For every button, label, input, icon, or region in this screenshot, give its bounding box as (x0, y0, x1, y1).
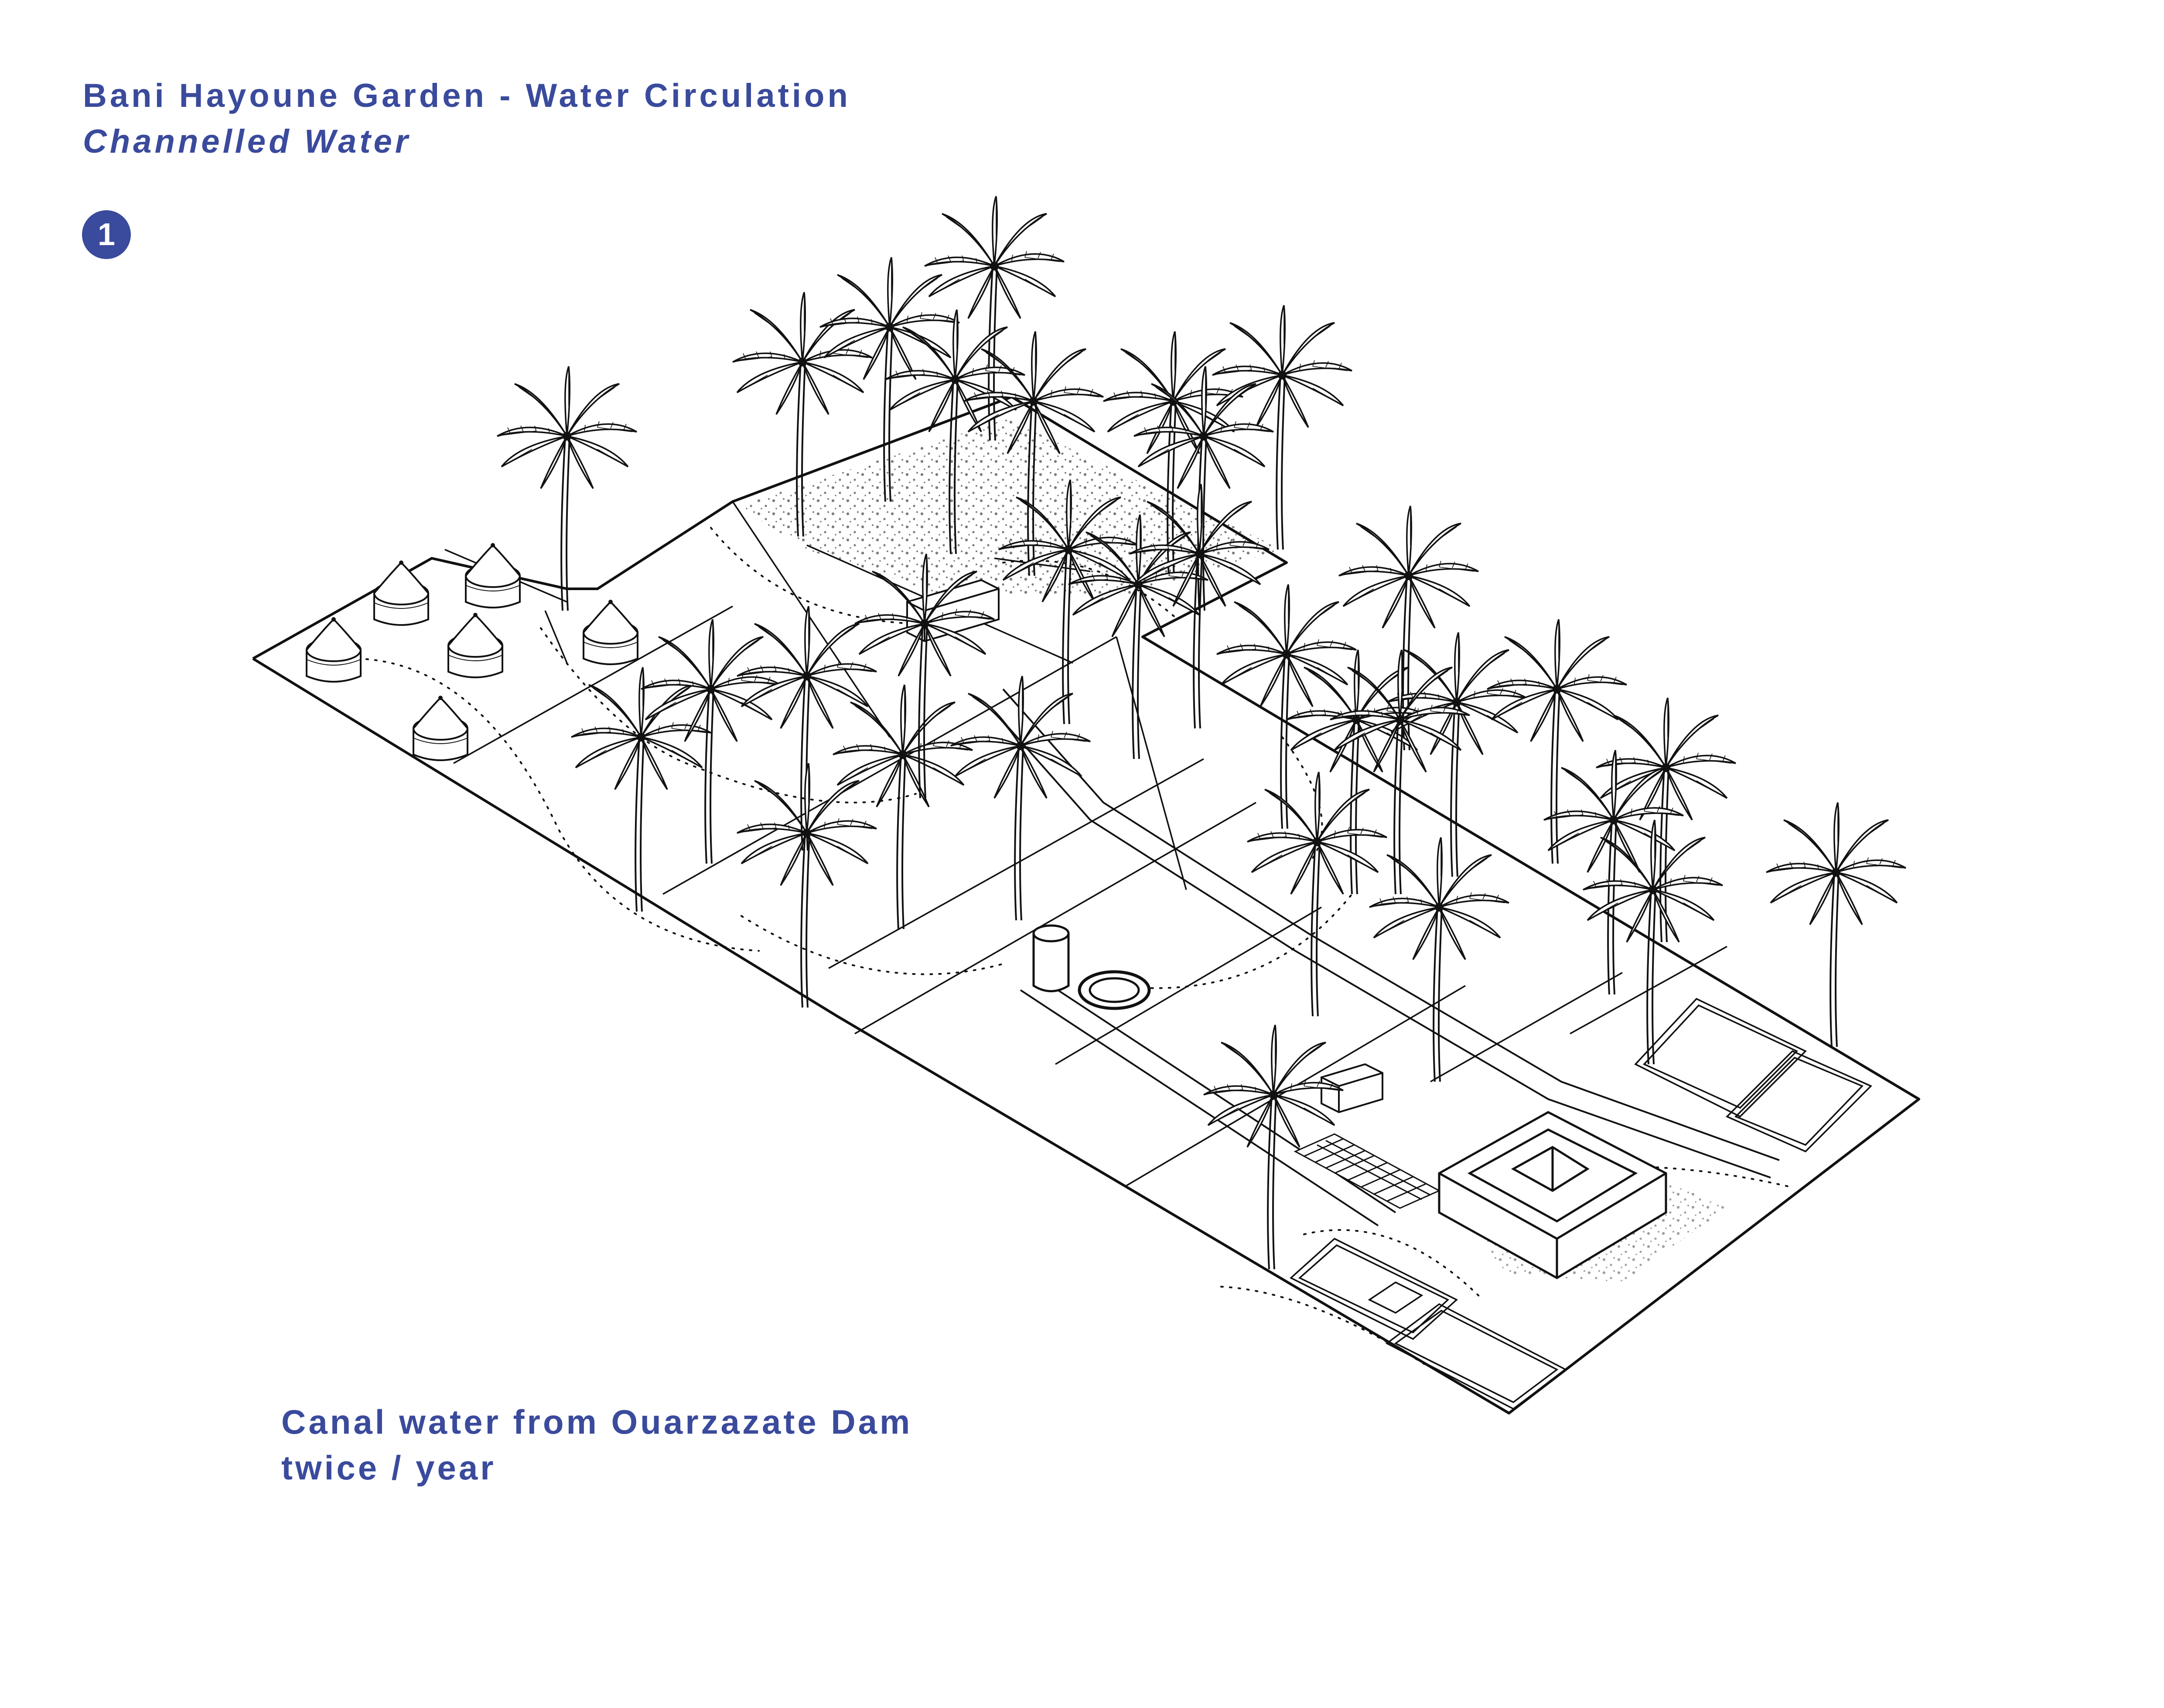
storage-shed-icon (1321, 1063, 1383, 1114)
caption-line-1: Canal water from Ouarzazate Dam (281, 1403, 913, 1441)
ring-basin-icon (1078, 970, 1151, 1010)
page-title: Bani Hayoune Garden - Water Circulation (83, 77, 851, 114)
round-hut-icon (306, 542, 638, 761)
dotted-soil-area (737, 419, 1282, 598)
retention-basin (1289, 997, 1873, 1410)
crop-beds-grid (1294, 1133, 1441, 1209)
water-tank-icon (1032, 924, 1070, 992)
step-badge: 1 (82, 210, 131, 259)
page-subtitle: Channelled Water (83, 123, 411, 160)
courtyard-building-icon (1438, 1111, 1667, 1279)
caption-line-2: twice / year (281, 1448, 496, 1487)
field-divisions (444, 501, 1727, 1187)
